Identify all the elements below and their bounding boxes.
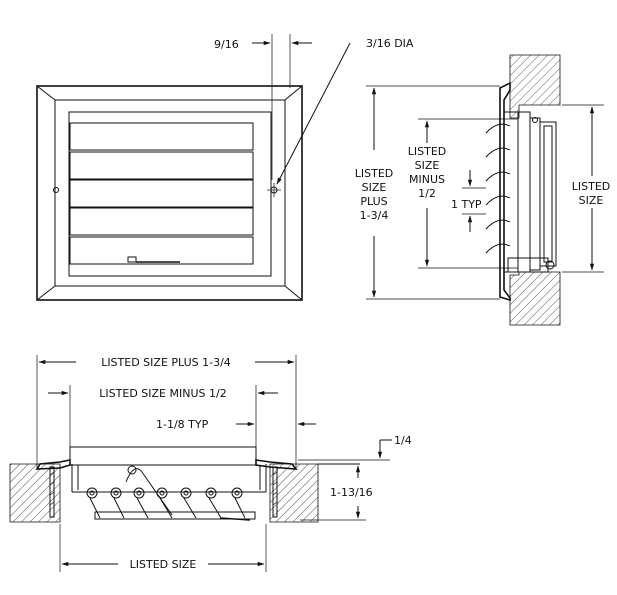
blade-arcs <box>485 123 511 254</box>
label-plus-line2: SIZE <box>362 181 387 194</box>
label-minus-line1: LISTED <box>408 145 447 158</box>
dim-listed-size-plus: LISTED SIZE PLUS 1-3/4 <box>101 356 231 369</box>
section-wall-right <box>269 463 319 523</box>
wall-lower <box>509 271 561 326</box>
label-plus-line1: LISTED <box>355 167 394 180</box>
dim-listed-size: LISTED SIZE <box>130 558 197 571</box>
dim-3-16-dia: 3/16 DIA <box>366 37 414 50</box>
wall-upper <box>509 54 561 119</box>
label-minus-line2: SIZE <box>415 159 440 172</box>
side-view: LISTED SIZE PLUS 1-3/4 LISTED SIZE MINUS… <box>355 54 611 326</box>
screw-hole-left <box>53 187 59 193</box>
label-minus-line4: 1/2 <box>418 187 436 200</box>
dim-listed-size-minus: LISTED SIZE MINUS 1/2 <box>99 387 226 400</box>
dim-1-13-16: 1-13/16 <box>330 486 373 499</box>
front-view: 9/16 3/16 DIA <box>36 34 414 301</box>
section-view: LISTED SIZE PLUS 1-3/4 LISTED SIZE MINUS… <box>9 355 412 572</box>
label-size-line2: SIZE <box>579 194 604 207</box>
tilted-blades <box>89 465 246 519</box>
label-minus-line3: MINUS <box>409 173 445 186</box>
label-plus-line4: 1-3/4 <box>360 209 389 222</box>
dim-1-4: 1/4 <box>394 434 412 447</box>
dim-1-1-8-typ: 1-1/8 TYP <box>156 418 209 431</box>
label-plus-line3: PLUS <box>360 195 387 208</box>
louver-blades <box>69 122 254 265</box>
blade-pivots <box>86 487 243 499</box>
label-1-typ: 1 TYP <box>451 198 482 211</box>
dim-9-16: 9/16 <box>214 38 239 51</box>
label-size-line1: LISTED <box>572 180 611 193</box>
